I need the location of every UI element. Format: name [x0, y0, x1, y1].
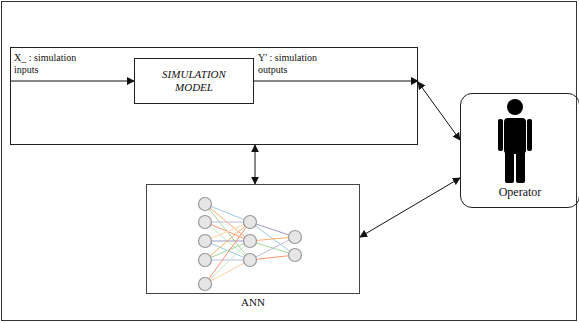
network-link: [205, 241, 250, 284]
node-label: ANN: [147, 296, 359, 309]
network-neuron: [244, 235, 257, 248]
connector-arrow: [418, 82, 460, 140]
signal-label: X_ : simulation inputs: [14, 52, 96, 76]
network-link: [205, 260, 250, 284]
network-neuron: [244, 216, 257, 229]
network-link: [205, 241, 250, 260]
connector-arrow: [10, 81, 134, 82]
person-arm: [498, 119, 503, 151]
person-icon: [498, 99, 532, 183]
person-leg: [516, 151, 525, 183]
network-neuron: [199, 235, 212, 248]
network-neuron: [199, 278, 212, 291]
simulation-model-box: SIMULATION MODEL: [134, 58, 254, 104]
person-torso: [504, 118, 526, 154]
person-arm: [527, 119, 532, 151]
network-link: [250, 222, 295, 237]
signal-label: Y' : simulation outputs: [258, 52, 340, 76]
network-link: [205, 241, 250, 260]
network-neuron: [199, 254, 212, 267]
connector-arrow: [254, 81, 418, 82]
person-head: [507, 99, 523, 115]
person-leg: [505, 151, 514, 183]
node-label: SIMULATION MODEL: [159, 68, 229, 94]
neural-network-picture: [199, 198, 302, 291]
network-neuron: [244, 254, 257, 267]
network-link: [205, 222, 250, 284]
network-neuron: [199, 216, 212, 229]
connector-arrow: [360, 178, 460, 237]
operator-box: Operator: [460, 93, 579, 208]
network-neuron: [289, 231, 302, 244]
network-neuron: [289, 249, 302, 262]
connector-arrow: [255, 145, 256, 184]
node-label: Operator: [461, 185, 579, 199]
ann-box: ANN: [146, 184, 360, 294]
network-neuron: [199, 198, 212, 211]
